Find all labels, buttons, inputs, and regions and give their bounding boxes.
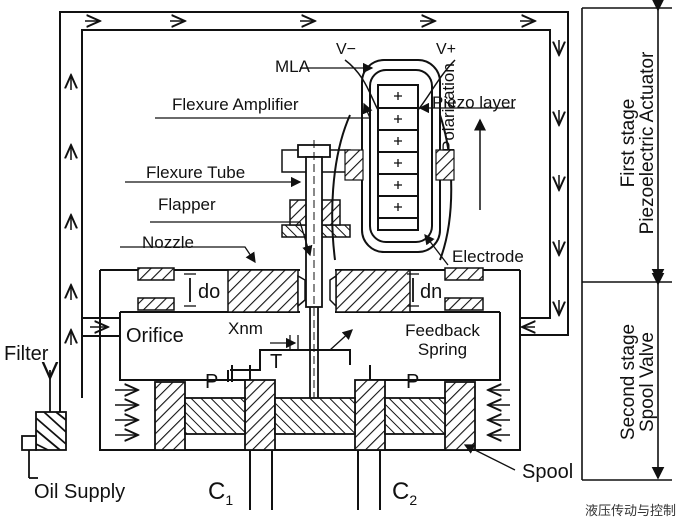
label-p-right: P bbox=[406, 371, 420, 393]
label-piezo-layer: Piezo layer bbox=[432, 93, 517, 112]
label-oil-supply: Oil Supply bbox=[34, 481, 126, 503]
label-second-stage-line2: Spool Valve bbox=[637, 332, 658, 432]
label-v-plus: V+ bbox=[436, 41, 457, 58]
label-flexure-amplifier: Flexure Amplifier bbox=[172, 95, 299, 114]
label-orifice: Orifice bbox=[126, 325, 184, 347]
label-first-stage: First stage Piezoelectric Actuator bbox=[618, 23, 658, 263]
label-spool: Spool bbox=[522, 461, 574, 483]
label-flapper: Flapper bbox=[158, 195, 216, 214]
label-flexure-tube: Flexure Tube bbox=[146, 163, 246, 182]
label-xnm: Xnm bbox=[228, 319, 263, 338]
watermark: 液压传动与控制 bbox=[584, 504, 676, 519]
label-do: do bbox=[198, 281, 221, 303]
filter bbox=[21, 370, 67, 479]
label-polarization: Polarization bbox=[439, 63, 458, 152]
ports bbox=[227, 365, 381, 510]
label-second-stage-line1: Second stage bbox=[618, 323, 639, 441]
spool-flow-arrows bbox=[115, 390, 510, 435]
label-nozzle: Nozzle bbox=[142, 233, 194, 252]
label-first-stage-line2: Piezoelectric Actuator bbox=[637, 51, 658, 235]
label-electrode: Electrode bbox=[452, 247, 524, 266]
label-filter: Filter bbox=[4, 343, 49, 365]
label-v-minus: V− bbox=[336, 41, 357, 58]
label-second-stage: Second stage Spool Valve bbox=[618, 292, 658, 472]
leader-lines bbox=[120, 62, 516, 471]
label-t: T bbox=[270, 351, 283, 373]
label-mla: MLA bbox=[275, 57, 310, 76]
label-first-stage-line1: First stage bbox=[618, 98, 639, 188]
label-p-left: P bbox=[205, 371, 219, 393]
label-dn: dn bbox=[420, 281, 443, 303]
piezo-plus-signs bbox=[394, 92, 402, 211]
flow-arrows bbox=[71, 21, 559, 345]
stage-brackets bbox=[581, 0, 672, 481]
label-feedback-spring: Feedback Spring bbox=[405, 321, 480, 359]
label-c1: C1 bbox=[208, 478, 234, 508]
label-c2: C2 bbox=[392, 478, 418, 508]
piezo-actuator bbox=[331, 59, 486, 261]
spool bbox=[154, 379, 476, 451]
nozzle-blocks bbox=[137, 267, 484, 313]
